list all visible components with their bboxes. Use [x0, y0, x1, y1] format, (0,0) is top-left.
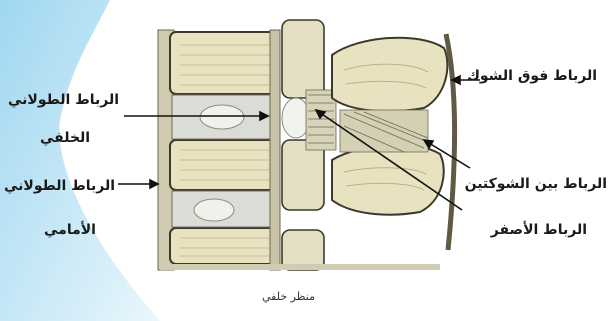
- label-anterior-longitudinal-ligament-line2: الأمامي: [44, 222, 96, 239]
- figure-caption: منظر خلفي: [262, 290, 315, 303]
- posterior-longitudinal-ligament: [270, 30, 280, 270]
- label-posterior-longitudinal-ligament-line1: الرباط الطولاني: [8, 92, 119, 109]
- vertebral-bodies: [170, 32, 278, 264]
- label-anterior-longitudinal-ligament-line1: الرباط الطولاني: [4, 178, 115, 195]
- label-ligamentum-flavum: الرباط الأصفر: [491, 222, 587, 239]
- label-supraspinous-ligament: الرباط فوق الشوك: [467, 68, 597, 85]
- label-interspinous-ligament: الرباط بين الشوكتين: [465, 176, 607, 193]
- interspinous-ligament: [340, 110, 428, 152]
- label-posterior-longitudinal-ligament-line2: الخلفي: [40, 130, 90, 147]
